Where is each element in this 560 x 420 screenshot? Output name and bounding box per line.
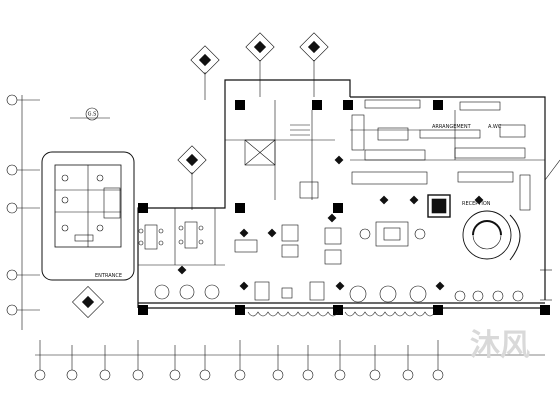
square-tables — [234, 181, 342, 301]
lounge-label: RECEPTION — [462, 201, 491, 207]
diamond-marker — [245, 32, 275, 62]
interior-partitions — [138, 100, 545, 266]
restroom-block — [41, 151, 135, 281]
kitchen-note-1: ARRANGEMENT — [432, 124, 472, 130]
diamond-marker — [190, 45, 220, 75]
window-curtains — [247, 311, 436, 317]
left-grid-axis — [6, 94, 40, 330]
lounge-seating — [359, 221, 426, 247]
private-dining-tables — [138, 221, 204, 250]
diamond-marker — [299, 32, 329, 62]
diamond-marker — [177, 145, 207, 175]
elevation-tag — [70, 107, 110, 121]
exterior-walls — [137, 79, 546, 309]
round-bar-counter — [462, 210, 521, 261]
structural-columns — [138, 100, 550, 315]
kitchen-counters — [351, 99, 526, 161]
diamond-marker — [72, 286, 104, 318]
right-stair — [540, 159, 560, 301]
light-symbols — [177, 155, 484, 291]
kitchen-note-2: A.WC — [488, 124, 502, 130]
buffet-counters — [351, 171, 531, 218]
watermark: 沐风 — [470, 328, 530, 363]
elevation-tag-label: G.S — [88, 112, 97, 118]
round-tables — [154, 284, 524, 303]
section-marker-diamonds — [72, 32, 329, 318]
bottom-grid-axis — [34, 340, 545, 381]
entry-label: ENTRANCE — [95, 273, 122, 279]
